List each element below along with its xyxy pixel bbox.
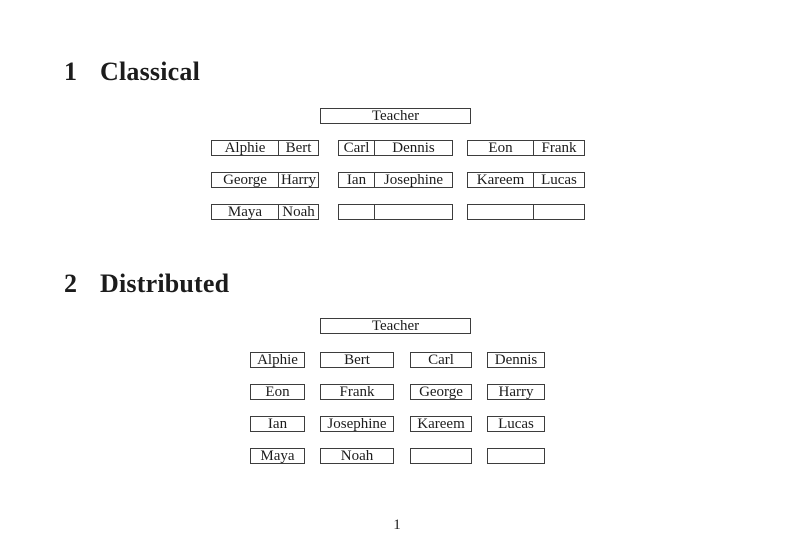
seat-box: Carl (410, 352, 472, 368)
section-heading-distributed: 2 Distributed (64, 270, 229, 298)
desk: Ian Josephine (338, 172, 453, 188)
desk-seat: Alphie (212, 141, 279, 156)
section-title: Distributed (100, 269, 230, 298)
teacher-box: Teacher (320, 318, 471, 334)
desk-empty (338, 204, 453, 220)
desk: Maya Noah (211, 204, 319, 220)
desk-seat: Frank (541, 140, 577, 156)
desk: Carl Dennis (338, 140, 453, 156)
desk-seat: Bert (285, 140, 312, 156)
seat-box: Dennis (487, 352, 545, 368)
desk-seat: Carl (339, 141, 375, 156)
desk: Eon Frank (467, 140, 585, 156)
desk: George Harry (211, 172, 319, 188)
desk-seat: Josephine (383, 172, 444, 188)
desk-seat: Noah (282, 204, 315, 220)
seat-box: Kareem (410, 416, 472, 432)
desk-seat-empty (375, 205, 452, 219)
teacher-label: Teacher (371, 108, 420, 124)
seat-box: Maya (250, 448, 305, 464)
seat-box: Ian (250, 416, 305, 432)
desk-seat: Lucas (541, 172, 577, 188)
seat-box: Alphie (250, 352, 305, 368)
seat-box: Lucas (487, 416, 545, 432)
seat-box: Frank (320, 384, 394, 400)
desk-empty (467, 204, 585, 220)
desk-seat-empty (468, 205, 534, 219)
desk-seat: Harry (281, 172, 316, 188)
desk: Kareem Lucas (467, 172, 585, 188)
seat-box-empty (410, 448, 472, 464)
seat-box: Bert (320, 352, 394, 368)
desk-seat: Ian (339, 173, 375, 188)
seat-box-empty (487, 448, 545, 464)
desk-seat: Kareem (468, 173, 534, 188)
desk-seat: George (212, 173, 279, 188)
desk-seat: Eon (468, 141, 534, 156)
section-number: 1 (64, 57, 78, 86)
desk-seat-empty (339, 205, 375, 219)
desk-seat: Dennis (392, 140, 435, 156)
desk-seat-empty (534, 205, 584, 219)
page-number: 1 (393, 517, 401, 533)
desk: Alphie Bert (211, 140, 319, 156)
section-title: Classical (100, 57, 201, 86)
seat-box: Harry (487, 384, 545, 400)
section-heading-classical: 1 Classical (64, 58, 200, 86)
seat-box: Noah (320, 448, 394, 464)
section-number: 2 (64, 269, 78, 298)
seat-box: Eon (250, 384, 305, 400)
seat-box: George (410, 384, 472, 400)
desk-seat: Maya (212, 205, 279, 220)
seat-box: Josephine (320, 416, 394, 432)
teacher-box: Teacher (320, 108, 471, 124)
teacher-label: Teacher (371, 318, 420, 334)
